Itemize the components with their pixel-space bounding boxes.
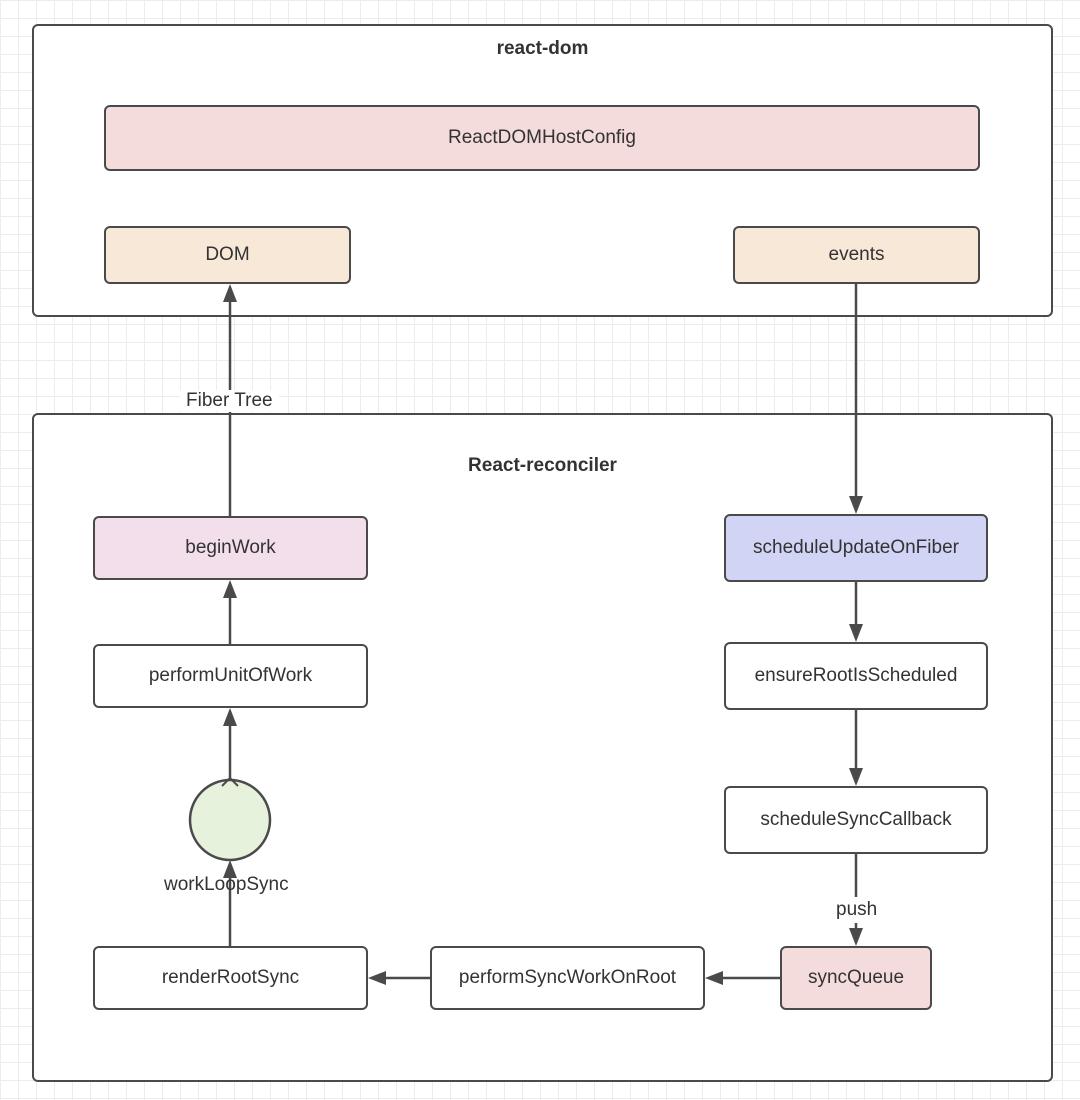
push-label: push xyxy=(834,897,880,923)
react-dom-host-config-node: ReactDOMHostConfig xyxy=(104,105,980,171)
events-node: events xyxy=(733,226,980,284)
work-loop-sync-label: workLoopSync xyxy=(164,874,289,895)
dom-node: DOM xyxy=(104,226,351,284)
fiber-tree-label: Fiber Tree xyxy=(180,390,279,412)
react-dom-title: react-dom xyxy=(496,38,589,59)
sync-queue-node: syncQueue xyxy=(780,946,932,1010)
ensure-root-is-scheduled-node: ensureRootIsScheduled xyxy=(724,642,988,710)
render-root-sync-node: renderRootSync xyxy=(93,946,368,1010)
schedule-update-on-fiber-node: scheduleUpdateOnFiber xyxy=(724,514,988,582)
begin-work-node: beginWork xyxy=(93,516,368,580)
schedule-sync-callback-node: scheduleSyncCallback xyxy=(724,786,988,854)
perform-sync-work-on-root-node: performSyncWorkOnRoot xyxy=(430,946,705,1010)
perform-unit-of-work-node: performUnitOfWork xyxy=(93,644,368,708)
react-reconciler-title: React-reconciler xyxy=(468,455,617,476)
